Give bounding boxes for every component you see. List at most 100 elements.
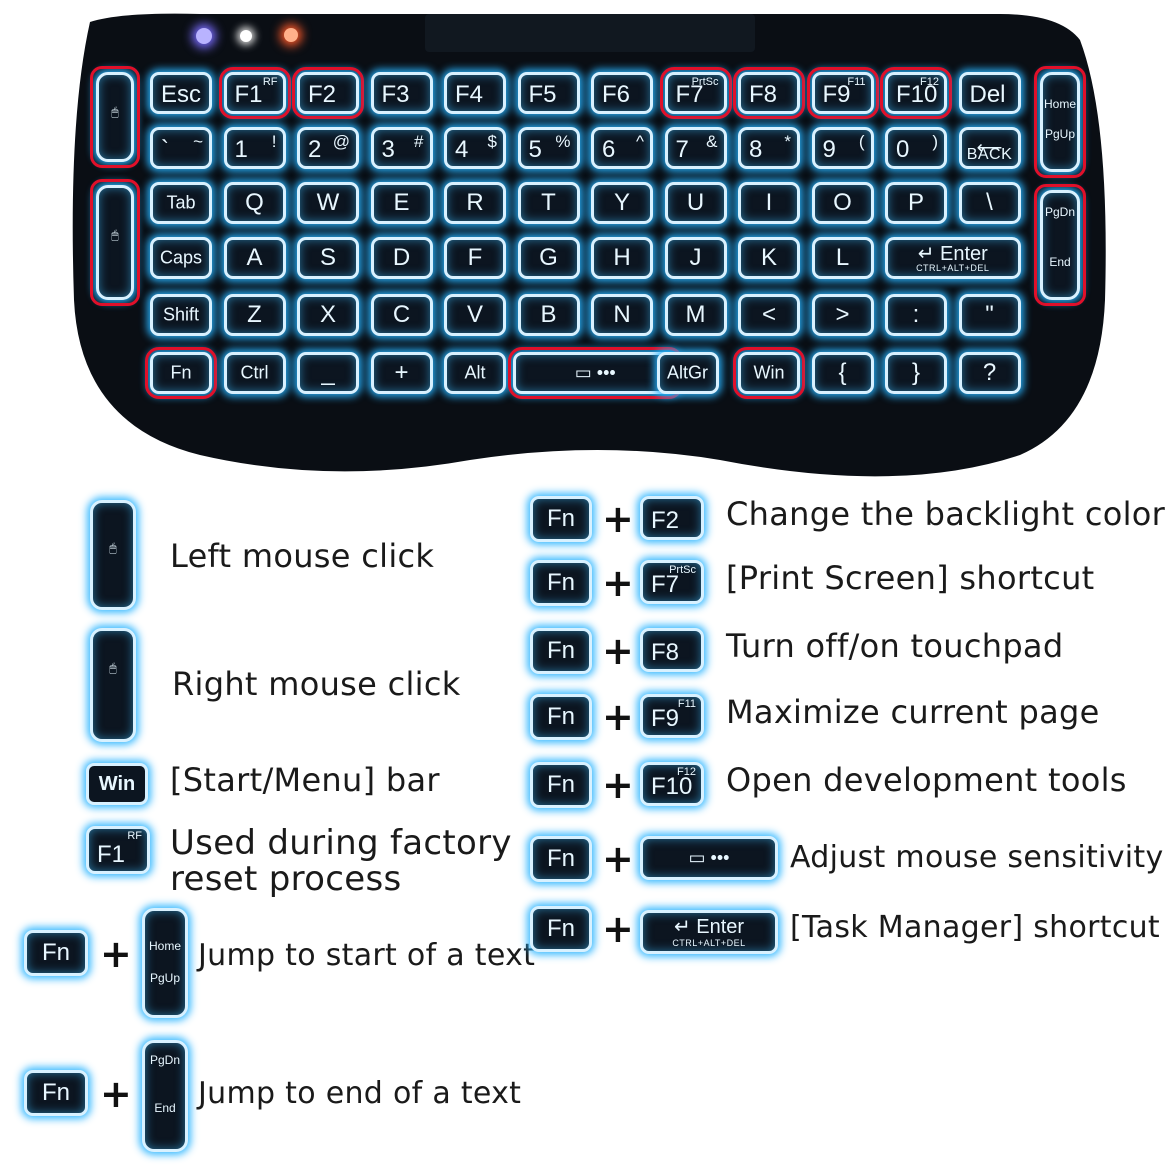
key-f: F <box>444 237 506 279</box>
status-led-icon <box>240 30 252 42</box>
key-label: Z <box>247 301 262 328</box>
mouse-sensitivity-icon: ▭ ••• <box>574 362 616 383</box>
legend-label: [Task Manager] shortcut <box>790 910 1160 945</box>
plus-sign: + <box>602 497 634 541</box>
power-led-icon <box>196 28 212 44</box>
key-label: _ <box>321 359 335 386</box>
key-label: F2 <box>308 81 337 108</box>
mouse-icon: 🖱 <box>109 661 117 675</box>
key-z-10: : <box>885 294 947 336</box>
key-num-10: 0) <box>885 127 947 169</box>
key-num-11: ⟵BACK <box>958 127 1021 169</box>
legend-label: [Print Screen] shortcut <box>726 559 1095 597</box>
key-f6: F6 <box>591 72 653 114</box>
key-num-7: 7& <box>664 127 727 169</box>
key-g: G <box>517 237 580 279</box>
cap-fn-3: Fn <box>530 694 592 740</box>
key-label: Ctrl <box>240 362 269 383</box>
key-d: D <box>370 237 433 279</box>
plus-sign: + <box>602 763 634 807</box>
plus-sign: + <box>602 907 634 951</box>
side-key-label: PgDn <box>1044 205 1076 219</box>
key-num-8: 8* <box>738 127 800 169</box>
cap-fn-5: Fn <box>530 836 592 882</box>
key-label: F9 <box>651 705 680 732</box>
key-l: L <box>811 237 874 279</box>
key-secondary-label: RF <box>127 830 142 842</box>
key-label: Fn <box>546 505 575 532</box>
side-key-label: End <box>154 1101 176 1115</box>
key-label: P <box>907 189 924 216</box>
key-bottom-0: Fn <box>145 347 217 399</box>
key-label: O <box>833 189 852 216</box>
key-backslash: \ <box>958 182 1021 224</box>
key-label: Fn <box>546 637 575 664</box>
key-secondary-label: % <box>555 132 571 151</box>
key-label: ↵ Enter <box>673 916 745 938</box>
key-label: N <box>613 301 631 328</box>
key-z-0: Shift <box>150 294 212 336</box>
key-h: H <box>591 237 653 279</box>
key-label: ? <box>982 359 997 386</box>
key-esc: Esc <box>150 72 212 114</box>
cap-fn-4: Fn <box>530 762 592 808</box>
key-bottom-3: + <box>370 352 433 394</box>
legend-left-mouse-key: 🖱 <box>90 500 136 610</box>
key-z-7: M <box>664 294 727 336</box>
key-secondary-label: F11 <box>847 76 866 88</box>
side-key-label: Home <box>1043 97 1076 111</box>
key-space: ▭ ••• <box>507 347 683 399</box>
key-label: L <box>835 244 850 271</box>
key-f8: F8 <box>733 67 805 119</box>
key-bottom-7: Win <box>733 347 805 399</box>
key-label: Fn <box>546 569 575 596</box>
key-label: 9 <box>822 136 836 163</box>
key-secondary-label: ! <box>271 132 277 151</box>
key-secondary-label: F12 <box>920 76 939 88</box>
legend-label: Used during factory <box>170 823 512 863</box>
key-num-0: `~ <box>150 127 212 169</box>
plus-sign: + <box>602 837 634 881</box>
key-label: 8 <box>749 136 763 163</box>
key-label: " <box>985 301 994 328</box>
key-t: T <box>517 182 580 224</box>
key-label: F4 <box>455 81 484 108</box>
key-label: M <box>685 301 706 328</box>
highlight-right-mouse <box>90 179 140 306</box>
key-label: Tab <box>166 192 196 213</box>
key-label-back: BACK <box>966 146 1013 163</box>
plus-sign: + <box>602 629 634 673</box>
key-r: R <box>444 182 506 224</box>
cap-fn-1: Fn <box>530 560 592 606</box>
key-label: X <box>319 301 336 328</box>
mouse-icon: 🖱 <box>111 105 119 119</box>
side-key-label: End <box>1049 255 1071 269</box>
legend-label: Turn off/on touchpad <box>726 627 1064 665</box>
key-label: G <box>539 244 558 271</box>
key-label: < <box>761 301 776 328</box>
legend-label: [Start/Menu] bar <box>170 761 440 799</box>
key-tab: Tab <box>150 182 212 224</box>
cap-combo-0: F2 <box>640 496 704 540</box>
key-f3: F3 <box>370 72 433 114</box>
key-label: ↵ Enter <box>917 243 988 265</box>
key-label: F9 <box>822 81 851 108</box>
key-label: R <box>466 189 484 216</box>
key-label: F3 <box>381 81 410 108</box>
key-label: F7 <box>651 571 680 598</box>
key-label: F <box>467 244 483 271</box>
key-label: F8 <box>749 81 778 108</box>
key-label: ⟵ <box>976 137 1003 158</box>
key-label: H <box>613 244 631 271</box>
key-secondary-label: F12 <box>677 766 696 778</box>
key-label: V <box>466 301 483 328</box>
cap-fn-6: Fn <box>530 906 592 952</box>
key-label: F7 <box>675 81 704 108</box>
